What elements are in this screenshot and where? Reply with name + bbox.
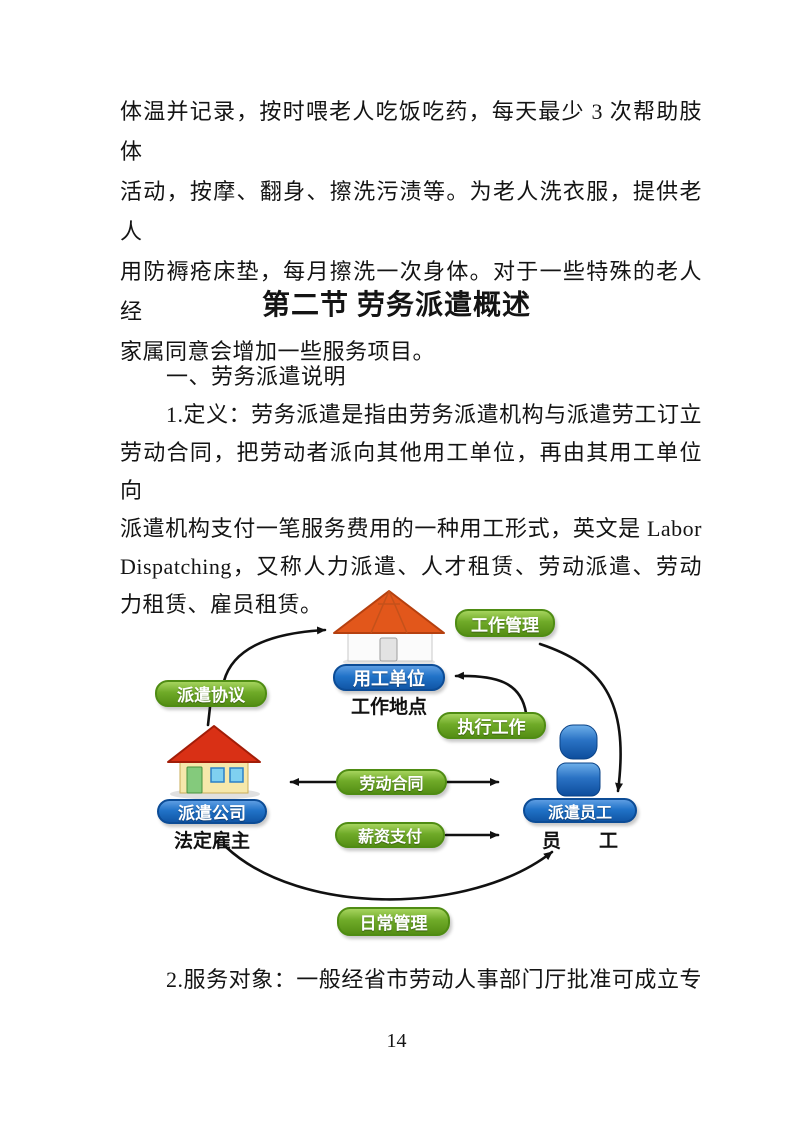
diagram-graphics: [167, 590, 623, 901]
labor-dispatch-diagram: 工作管理 派遣协议 用工单位 工作地点 执行工作 劳动合同 薪资支付 派遣公司 …: [140, 586, 665, 958]
paragraph-line: Dispatching，又称人力派遣、人才租赁、劳动派遣、劳动: [120, 554, 702, 579]
paragraph-line: 用防褥疮床垫，每月擦洗一次身体。对于一些特殊的老人经: [120, 259, 702, 324]
paragraph-1: 体温并记录，按时喂老人吃饭吃药，每天最少 3 次帮助肢体 活动，按摩、翻身、擦洗…: [120, 92, 702, 372]
pill-employer-unit: 用工单位: [333, 664, 445, 691]
paragraph-line: 1.定义：劳务派遣是指由劳务派遣机构与派遣劳工订立: [166, 402, 702, 427]
label-legal-employer: 法定雇主: [173, 831, 250, 852]
paragraph-3: 2.服务对象：一般经省市劳动人事部门厅批准可成立专: [120, 960, 702, 1000]
arrow-agreement-to-employer: [222, 626, 327, 683]
worker-person-icon: [556, 724, 601, 797]
pill-dispatch-agreement: 派遣协议: [155, 680, 267, 707]
paragraph-2: 一、劳务派遣说明 1.定义：劳务派遣是指由劳务派遣机构与派遣劳工订立 劳动合同，…: [120, 358, 702, 624]
pill-salary-payment: 薪资支付: [335, 822, 445, 848]
arrow-dailymanagement-curve: [224, 845, 554, 901]
label-employee: 员 工: [541, 831, 618, 852]
pill-dispatch-company: 派遣公司: [157, 799, 267, 824]
employer-house-icon: [333, 590, 445, 668]
arrow-workmanagement-to-employee: [538, 642, 623, 793]
pill-dispatch-employee: 派遣员工: [523, 798, 637, 823]
page-number: 14: [386, 1030, 407, 1052]
section-heading: 第二节 劳务派遣概述: [261, 290, 531, 321]
paragraph-line: 2.服务对象：一般经省市劳动人事部门厅批准可成立专: [166, 967, 702, 992]
dispatch-company-house-icon: [167, 725, 261, 800]
pill-work-management: 工作管理: [455, 609, 555, 637]
paragraph-line: 派遣机构支付一笔服务费用的一种用工形式，英文是 Labor: [120, 516, 702, 541]
arrow-executework-to-employerunit: [454, 671, 528, 715]
paragraph-line: 力租赁、雇员租赁。: [120, 592, 323, 617]
connector-agreement-to-company: [206, 705, 212, 727]
paragraph-line: 体温并记录，按时喂老人吃饭吃药，每天最少 3 次帮助肢体: [120, 99, 702, 164]
label-work-place: 工作地点: [350, 697, 427, 718]
paragraph-line: 劳动合同，把劳动者派向其他用工单位，再由其用工单位向: [120, 440, 702, 503]
pill-labor-contract: 劳动合同: [336, 769, 447, 795]
pill-daily-management: 日常管理: [337, 907, 450, 936]
paragraph-line: 活动，按摩、翻身、擦洗污渍等。为老人洗衣服，提供老人: [120, 179, 702, 244]
pill-execute-work: 执行工作: [437, 712, 546, 739]
list-item-heading: 一、劳务派遣说明: [166, 364, 347, 389]
paragraph-line: 家属同意会增加一些服务项目。: [120, 339, 436, 364]
